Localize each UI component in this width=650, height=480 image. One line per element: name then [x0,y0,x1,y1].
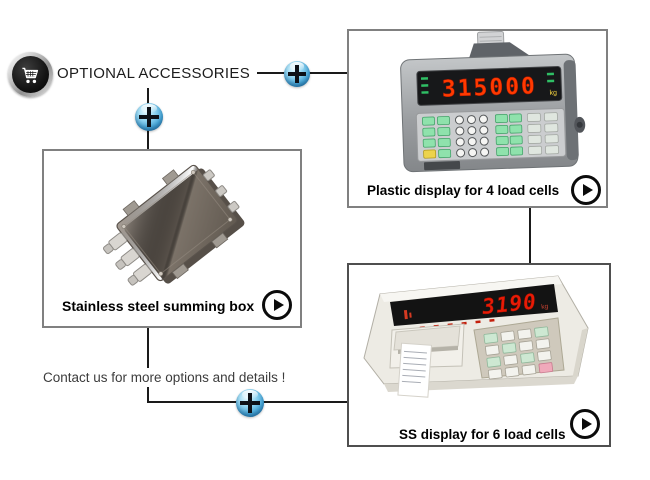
ss-display-image: 3190 kg [363,275,589,398]
plus-icon [236,389,264,417]
contact-note: Contact us for more options and details … [38,368,291,387]
cable-glands [102,232,152,286]
plastic-display-label: Plastic display for 4 load cells [367,183,560,198]
plastic-display-image: 315000 kg [400,31,586,173]
led-display-value: 315000 [441,73,537,102]
brand-plate [423,161,461,171]
shopping-cart-icon [8,52,53,97]
plus-icon [284,61,310,87]
connector-line-summing-down [147,327,149,403]
play-icon[interactable] [571,175,601,205]
led-display: 3190 kg [390,284,558,330]
keypad [473,317,565,380]
ss-display-label: SS display for 6 load cells [399,427,566,442]
printed-paper [397,342,433,398]
led-display: 315000 kg [416,66,563,106]
led-display-unit: kg [541,303,549,311]
led-display-unit: kg [549,90,557,97]
keypad [415,107,567,162]
printer [389,323,465,398]
led-display-value: 3190 [480,289,538,319]
play-icon[interactable] [262,290,292,320]
summing-box-image [102,164,245,286]
plus-icon [135,103,163,131]
connector-line-between-displays [529,206,531,264]
page-title: OPTIONAL ACCESSORIES [57,65,250,82]
play-icon[interactable] [570,409,600,439]
summing-box-label: Stainless steel summing box [62,298,255,314]
